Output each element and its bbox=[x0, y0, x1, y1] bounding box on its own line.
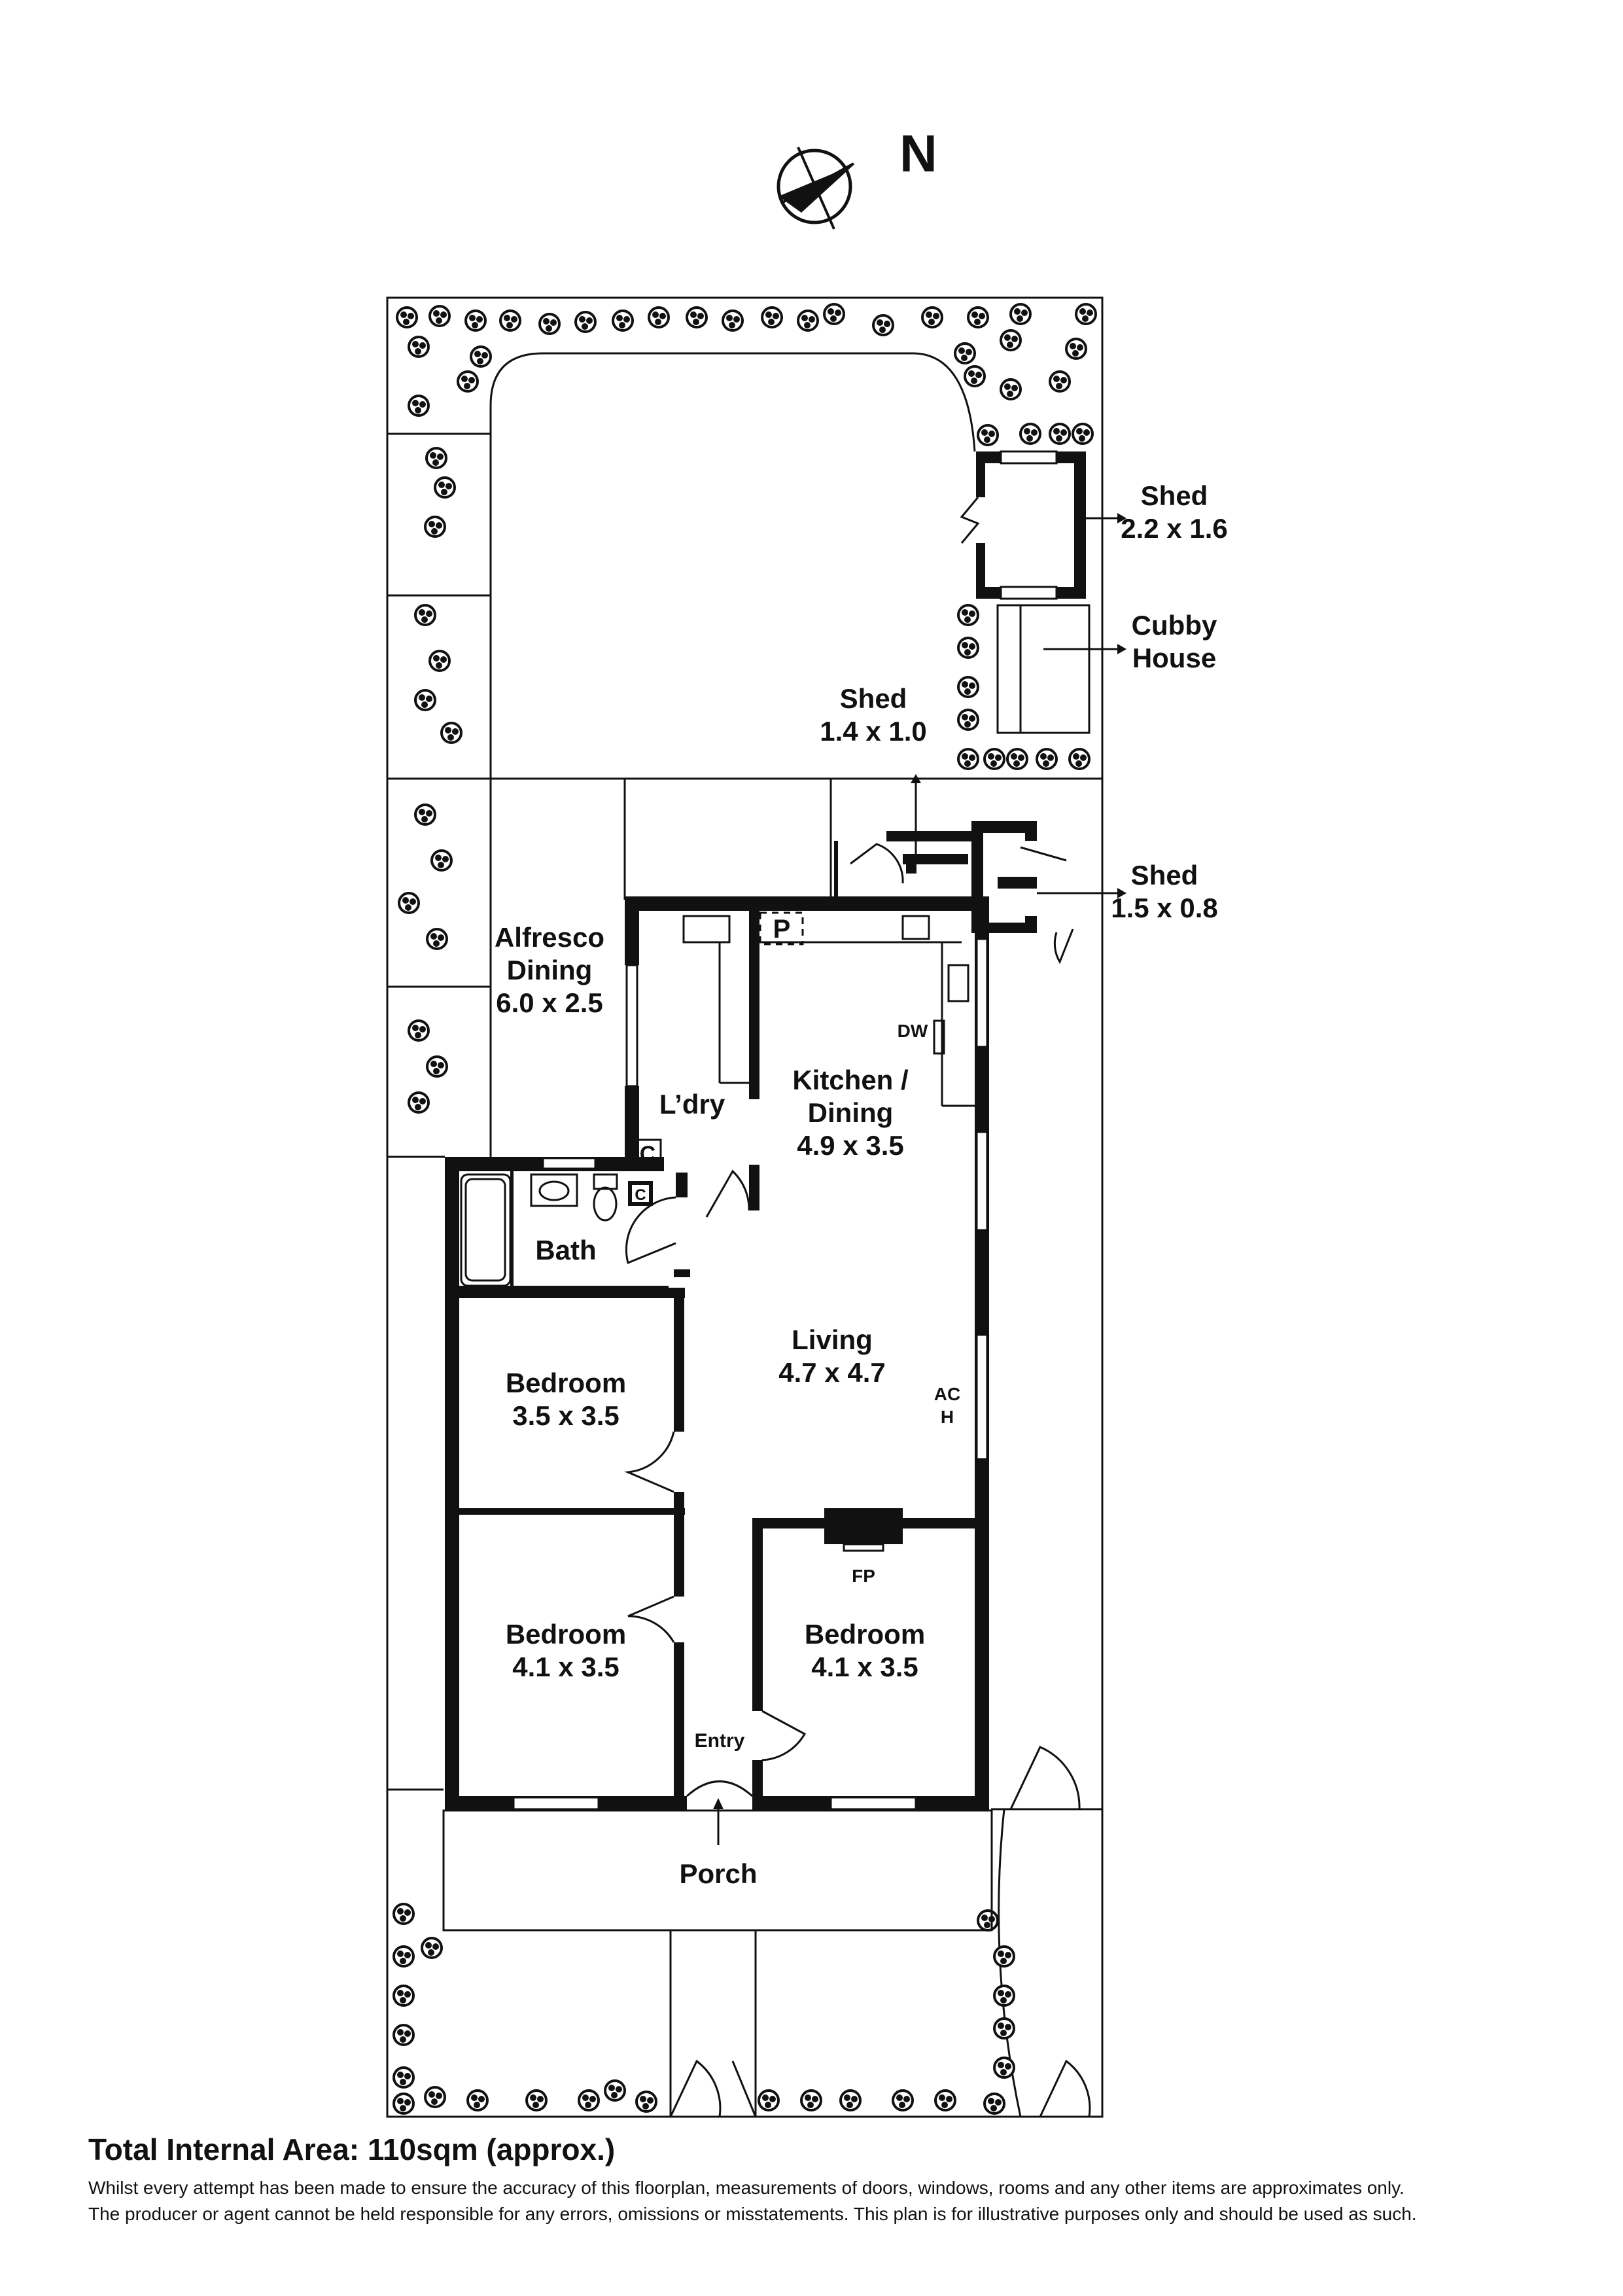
pantry-outline bbox=[759, 911, 804, 945]
porch-name: Porch bbox=[679, 1858, 757, 1889]
toilet-icon bbox=[593, 1173, 618, 1222]
kitchen-fixtures bbox=[682, 915, 975, 1107]
ac-line-2: H bbox=[941, 1407, 954, 1427]
porch-outline bbox=[442, 1809, 993, 1932]
kitchen-line-2: Dining bbox=[808, 1097, 894, 1128]
bedroom-1-name: Bedroom bbox=[506, 1368, 626, 1398]
shed-side-size: 1.5 x 0.8 bbox=[1111, 892, 1217, 923]
alfresco-line-1: Alfresco bbox=[495, 922, 604, 953]
cupboard-2-label: C bbox=[635, 1186, 646, 1204]
total-internal-area: Total Internal Area: 110sqm (approx.) bbox=[88, 2132, 616, 2166]
shed-large-size: 2.2 x 1.6 bbox=[1121, 513, 1227, 544]
shrubs bbox=[393, 303, 1097, 2115]
living-name: Living bbox=[792, 1324, 873, 1355]
entry-label: Entry bbox=[695, 1730, 745, 1752]
fireplace-label: FP bbox=[852, 1566, 875, 1586]
living-size: 4.7 x 4.7 bbox=[778, 1357, 885, 1388]
bath-wall-divider bbox=[510, 1171, 514, 1292]
bedroom-3-size: 4.1 x 3.5 bbox=[811, 1651, 918, 1682]
kitchen-line-1: Kitchen / bbox=[792, 1065, 909, 1095]
bedroom-2-size: 4.1 x 3.5 bbox=[512, 1651, 619, 1682]
shed-small-name: Shed bbox=[840, 683, 907, 714]
bath-bottom-wall bbox=[459, 1286, 669, 1295]
doors bbox=[624, 1169, 807, 1797]
disclaimer-line-1: Whilst every attempt has been made to en… bbox=[88, 2178, 1405, 2198]
shed-large-name: Shed bbox=[1141, 480, 1208, 511]
shed-large-walls bbox=[960, 450, 1086, 600]
bedroom-2-name: Bedroom bbox=[506, 1619, 626, 1650]
ac-line-1: AC bbox=[934, 1384, 960, 1404]
windows bbox=[512, 938, 988, 1810]
alfresco-size: 6.0 x 2.5 bbox=[496, 987, 602, 1018]
bath-name: Bath bbox=[535, 1235, 596, 1265]
cubby-line-2: House bbox=[1132, 643, 1216, 673]
garden-lines bbox=[387, 352, 1102, 2117]
cupboard-1-label: C bbox=[640, 1142, 656, 1167]
compass-north-label: N bbox=[899, 124, 937, 183]
shed-small-walls bbox=[834, 831, 971, 900]
bedroom-1-size: 3.5 x 3.5 bbox=[512, 1400, 619, 1431]
shed-small-size: 1.4 x 1.0 bbox=[820, 716, 926, 747]
pantry-label: P bbox=[773, 915, 791, 944]
gates bbox=[669, 1746, 1091, 2117]
kitchen-size: 4.9 x 3.5 bbox=[797, 1130, 903, 1161]
alfresco-line-2: Dining bbox=[507, 955, 593, 985]
lot-boundary bbox=[386, 296, 1104, 2118]
compass-icon bbox=[777, 147, 854, 230]
cubby-house-outline bbox=[996, 604, 1091, 734]
basin-icon bbox=[530, 1173, 578, 1207]
disclaimer-line-2: The producer or agent cannot be held res… bbox=[88, 2204, 1417, 2224]
fireplace-icon bbox=[824, 1508, 903, 1552]
cupboard-1-outline bbox=[633, 1139, 662, 1167]
dishwasher-label: DW bbox=[898, 1021, 928, 1041]
shed-side-name: Shed bbox=[1131, 860, 1198, 891]
cubby-line-1: Cubby bbox=[1132, 610, 1217, 641]
laundry-name: L’dry bbox=[659, 1089, 725, 1120]
bathtub-icon bbox=[460, 1173, 512, 1287]
bedroom-3-name: Bedroom bbox=[805, 1619, 925, 1650]
